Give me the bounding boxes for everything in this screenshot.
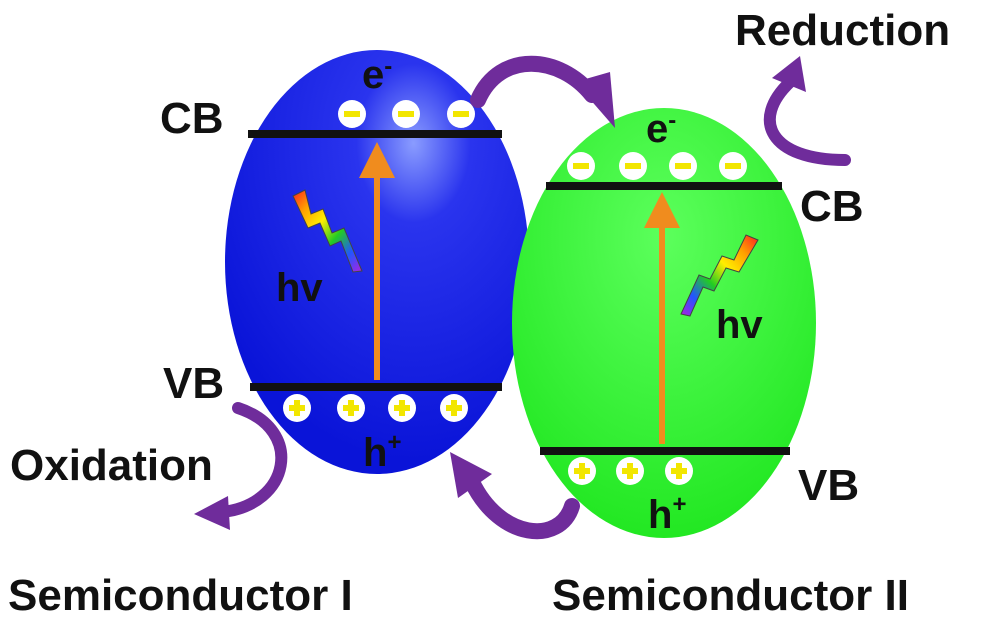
lightning-bolt-rainbow-icon (292, 189, 363, 273)
semiconductor-2-hole-label: h+ (648, 491, 686, 537)
semiconductor-1-vb-label: VB (163, 359, 224, 408)
reduction-label: Reduction (735, 6, 950, 55)
semiconductor-1-name: Semiconductor I (8, 571, 353, 620)
electron (719, 152, 747, 180)
semiconductor-1-photon-label: hv (276, 266, 323, 310)
electron (392, 100, 420, 128)
semiconductor-1-cb-label: CB (160, 94, 224, 143)
semiconductor-2-photon-label: hv (716, 303, 763, 347)
electron-transfer-arrow (470, 55, 615, 128)
hole (337, 394, 365, 422)
semiconductor-2-electron-label: e- (646, 107, 676, 151)
semiconductor-1: hv e- h+ (225, 50, 529, 475)
hole (616, 457, 644, 485)
electron (619, 152, 647, 180)
oxidation-label: Oxidation (10, 441, 213, 490)
hole (665, 457, 693, 485)
electron (338, 100, 366, 128)
hole-transfer-arrow (450, 452, 580, 539)
semiconductor-2: hv e- h+ (512, 107, 816, 538)
semiconductor-1-hole-label: h+ (363, 429, 401, 475)
electron (567, 152, 595, 180)
electron (669, 152, 697, 180)
semiconductor-2-cb-label: CB (800, 182, 864, 231)
hole (388, 394, 416, 422)
hole (283, 394, 311, 422)
hole (440, 394, 468, 422)
semiconductor-2-electrons (567, 152, 747, 180)
hole (568, 457, 596, 485)
semiconductor-1-electrons (338, 100, 475, 128)
lightning-bolt-rainbow-icon (680, 234, 759, 317)
semiconductor-1-holes (283, 394, 468, 422)
semiconductor-2-holes (568, 457, 693, 485)
semiconductor-2-name: Semiconductor II (552, 571, 909, 620)
reduction-arrow (763, 56, 851, 166)
semiconductor-2-vb-label: VB (798, 461, 859, 510)
semiconductor-1-electron-label: e- (362, 53, 392, 97)
electron (447, 100, 475, 128)
oxidation-arrow (194, 402, 288, 530)
